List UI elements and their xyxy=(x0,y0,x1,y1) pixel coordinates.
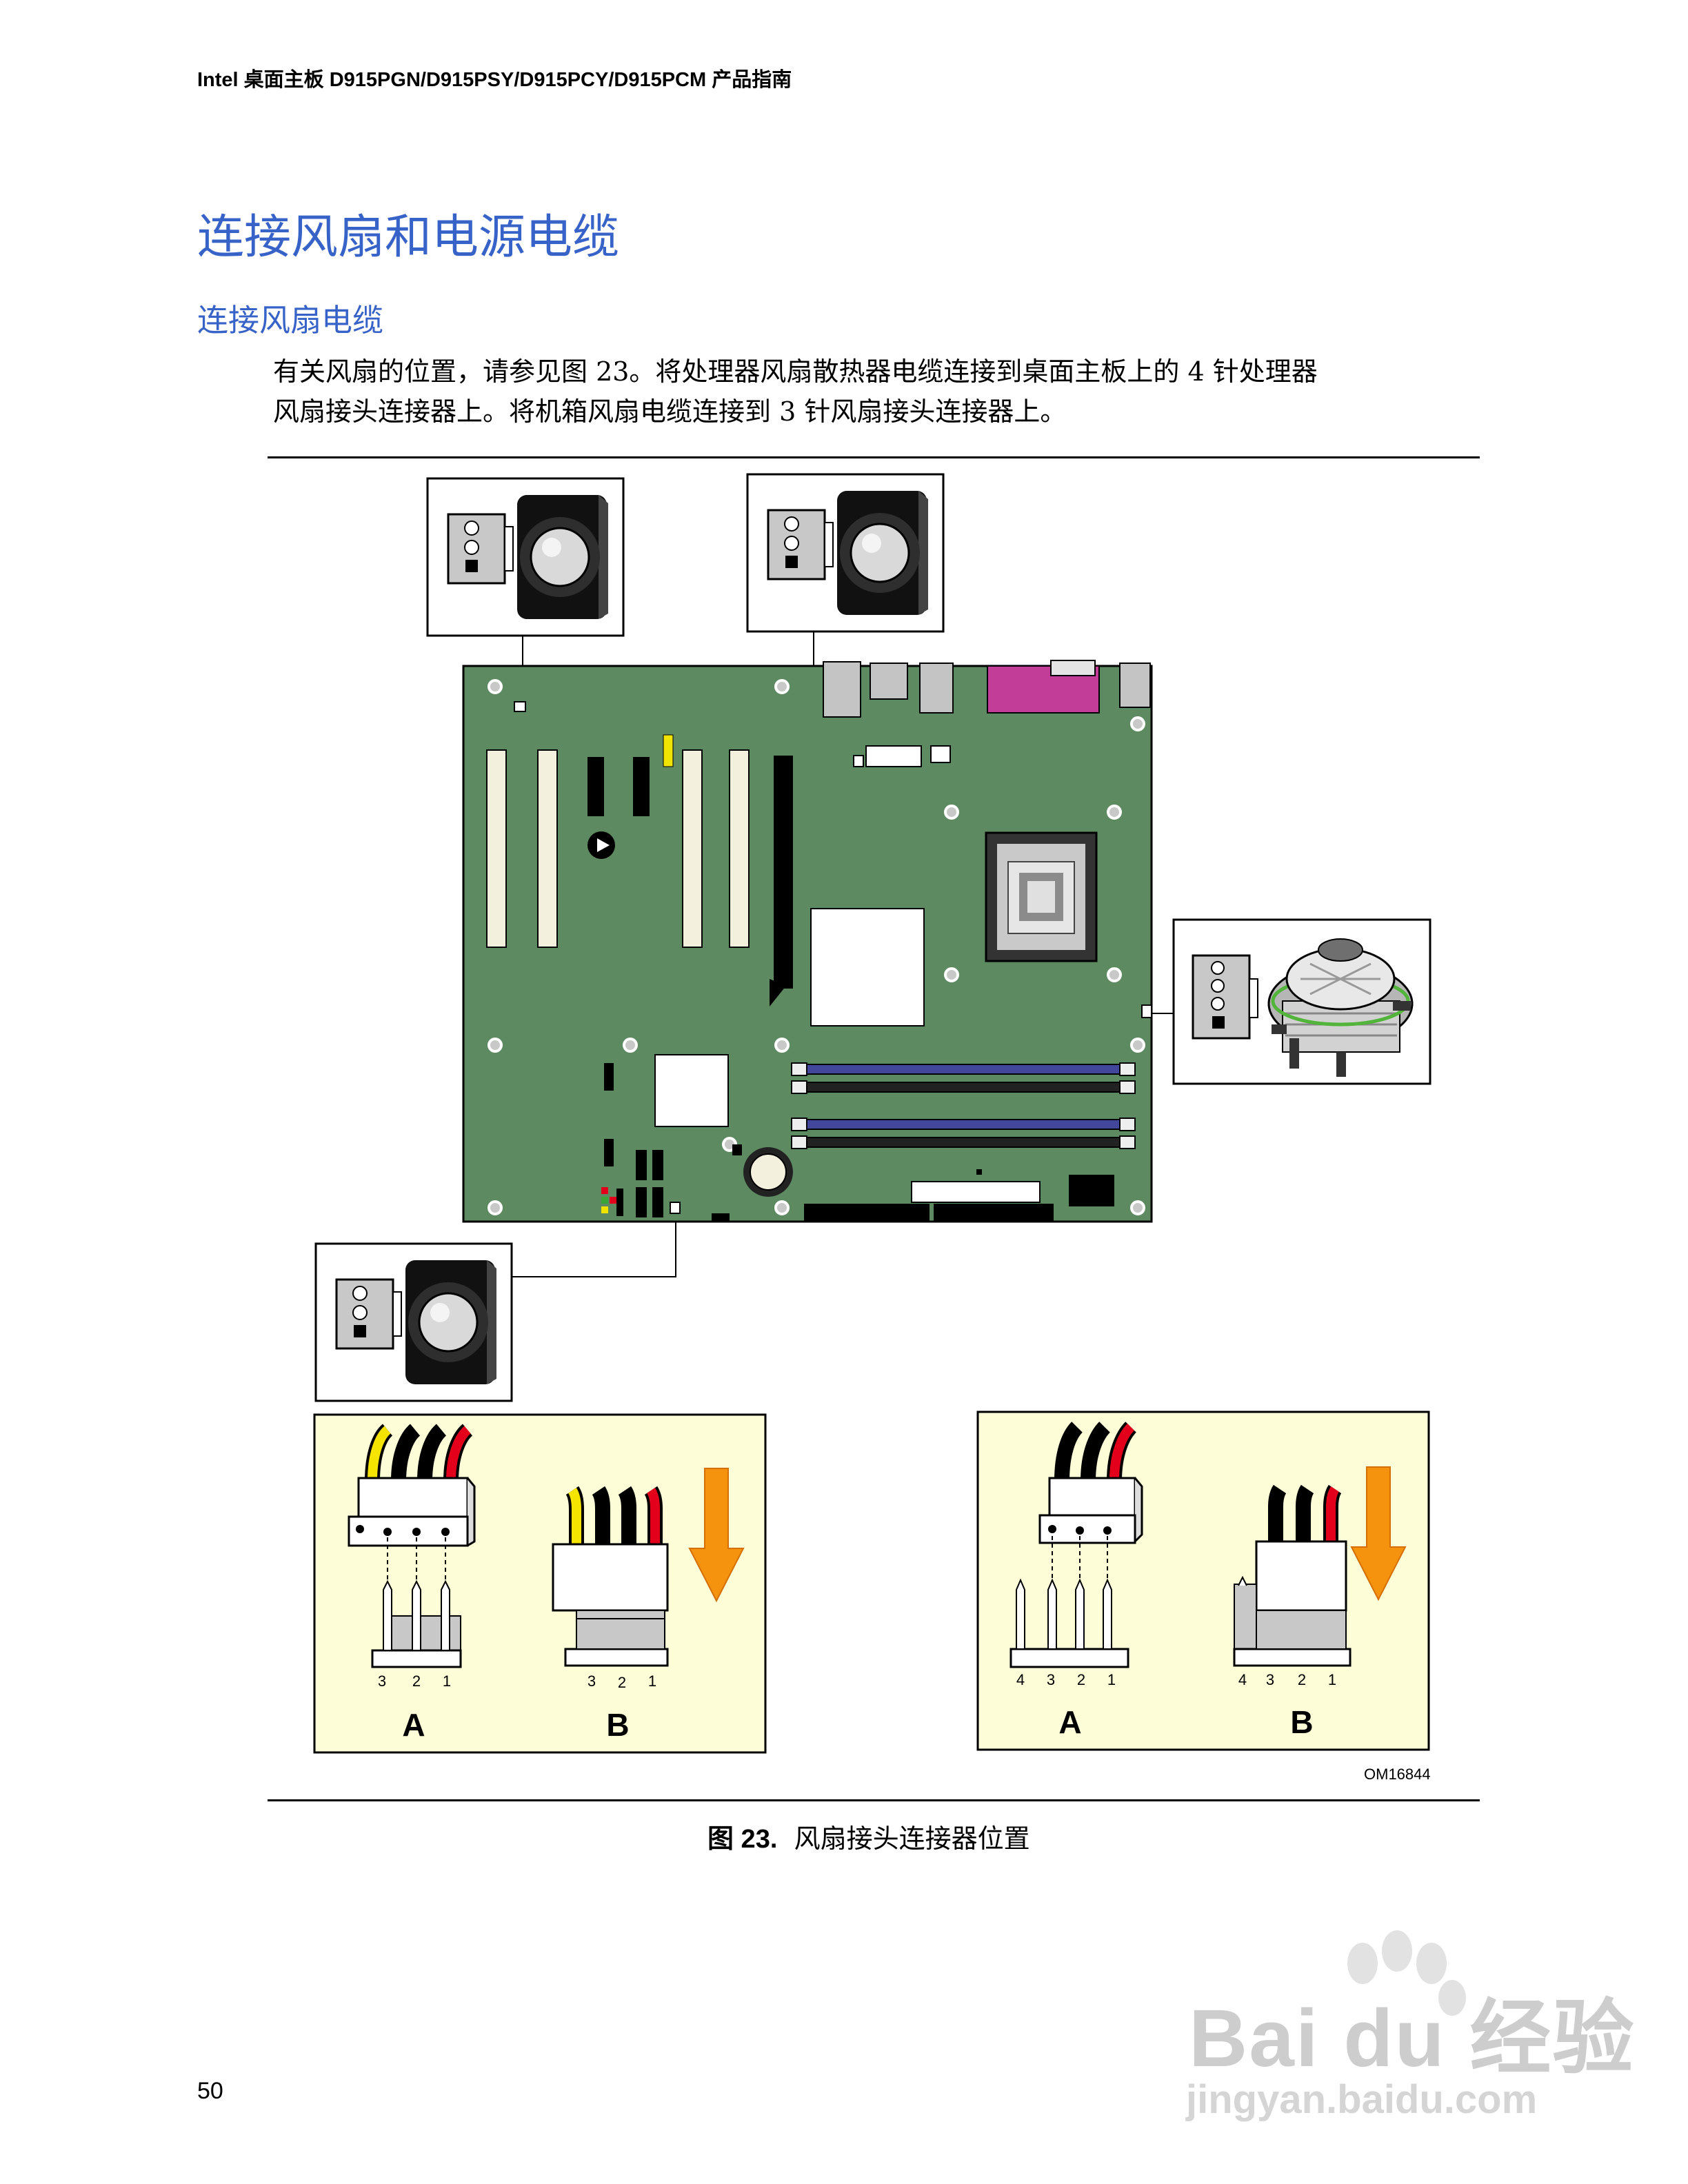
four-pin-connector-a: 4 3 2 1 A xyxy=(1009,1422,1143,1740)
processor-fan-heatsink-callout xyxy=(1150,918,1431,1085)
label-b: B xyxy=(606,1707,629,1743)
figure-caption-number: 图 23. xyxy=(707,1825,778,1854)
four-pin-connector-b: 4 3 2 1 B xyxy=(1233,1466,1407,1740)
watermark-brand: Bai du 经验 xyxy=(1189,1993,1636,2084)
label-a: A xyxy=(402,1707,425,1743)
pin-label-b-1: 1 xyxy=(648,1672,656,1690)
pin-label-b-1: 1 xyxy=(1328,1671,1336,1688)
pin-label-2: 2 xyxy=(412,1672,421,1690)
bottom-chassis-fan-callout xyxy=(314,1208,676,1402)
four-pin-fan-connector-panel: 4 3 2 1 A 4 3 2 1 B xyxy=(976,1410,1430,1751)
watermark-url: jingyan.baidu.com xyxy=(1186,2077,1538,2122)
figure-top-rule xyxy=(268,456,1480,458)
figure-caption-text: 风扇接头连接器位置 xyxy=(794,1823,1030,1854)
label-a: A xyxy=(1058,1704,1081,1740)
motherboard-diagram xyxy=(462,660,1153,1223)
baidu-paw-logo xyxy=(1347,1930,1466,2016)
body-paragraph-line-2: 风扇接头连接器上。将机箱风扇电缆连接到 3 针风扇接头连接器上。 xyxy=(273,396,1067,427)
pin-label-b-3: 3 xyxy=(587,1672,596,1690)
pin-label-b-3: 3 xyxy=(1266,1671,1274,1688)
figure-caption: 图 23. 风扇接头连接器位置 xyxy=(707,1817,1030,1855)
page-number: 50 xyxy=(197,2078,223,2104)
pin-label-3: 3 xyxy=(1047,1671,1055,1688)
pin-label-2: 2 xyxy=(1077,1671,1085,1688)
body-paragraph-line-1: 有关风扇的位置，请参见图 23。将处理器风扇散热器电缆连接到桌面主板上的 4 针… xyxy=(273,356,1318,387)
pin-label-b-4: 4 xyxy=(1238,1671,1247,1688)
label-b: B xyxy=(1290,1704,1313,1740)
pin-label-3: 3 xyxy=(378,1672,386,1690)
three-pin-connector-b: 3 2 1 B xyxy=(552,1468,745,1743)
figure-id: OM16844 xyxy=(1364,1766,1431,1783)
three-pin-connector-a: 3 2 1 A xyxy=(348,1424,476,1743)
section-title: 连接风扇和电源电缆 xyxy=(197,210,620,265)
pin-label-1: 1 xyxy=(443,1672,451,1690)
three-pin-fan-connector-panel: 3 2 1 A 3 2 1 B xyxy=(313,1413,767,1754)
subsection-title: 连接风扇电缆 xyxy=(197,302,384,338)
pin-label-1: 1 xyxy=(1107,1671,1116,1688)
running-header: Intel 桌面主板 D915PGN/D915PSY/D915PCY/D915P… xyxy=(197,69,792,91)
figure-bottom-rule xyxy=(268,1799,1480,1801)
pin-label-4: 4 xyxy=(1016,1671,1025,1688)
pin-label-b-2: 2 xyxy=(1298,1671,1306,1688)
pin-label-b-2: 2 xyxy=(618,1674,626,1691)
